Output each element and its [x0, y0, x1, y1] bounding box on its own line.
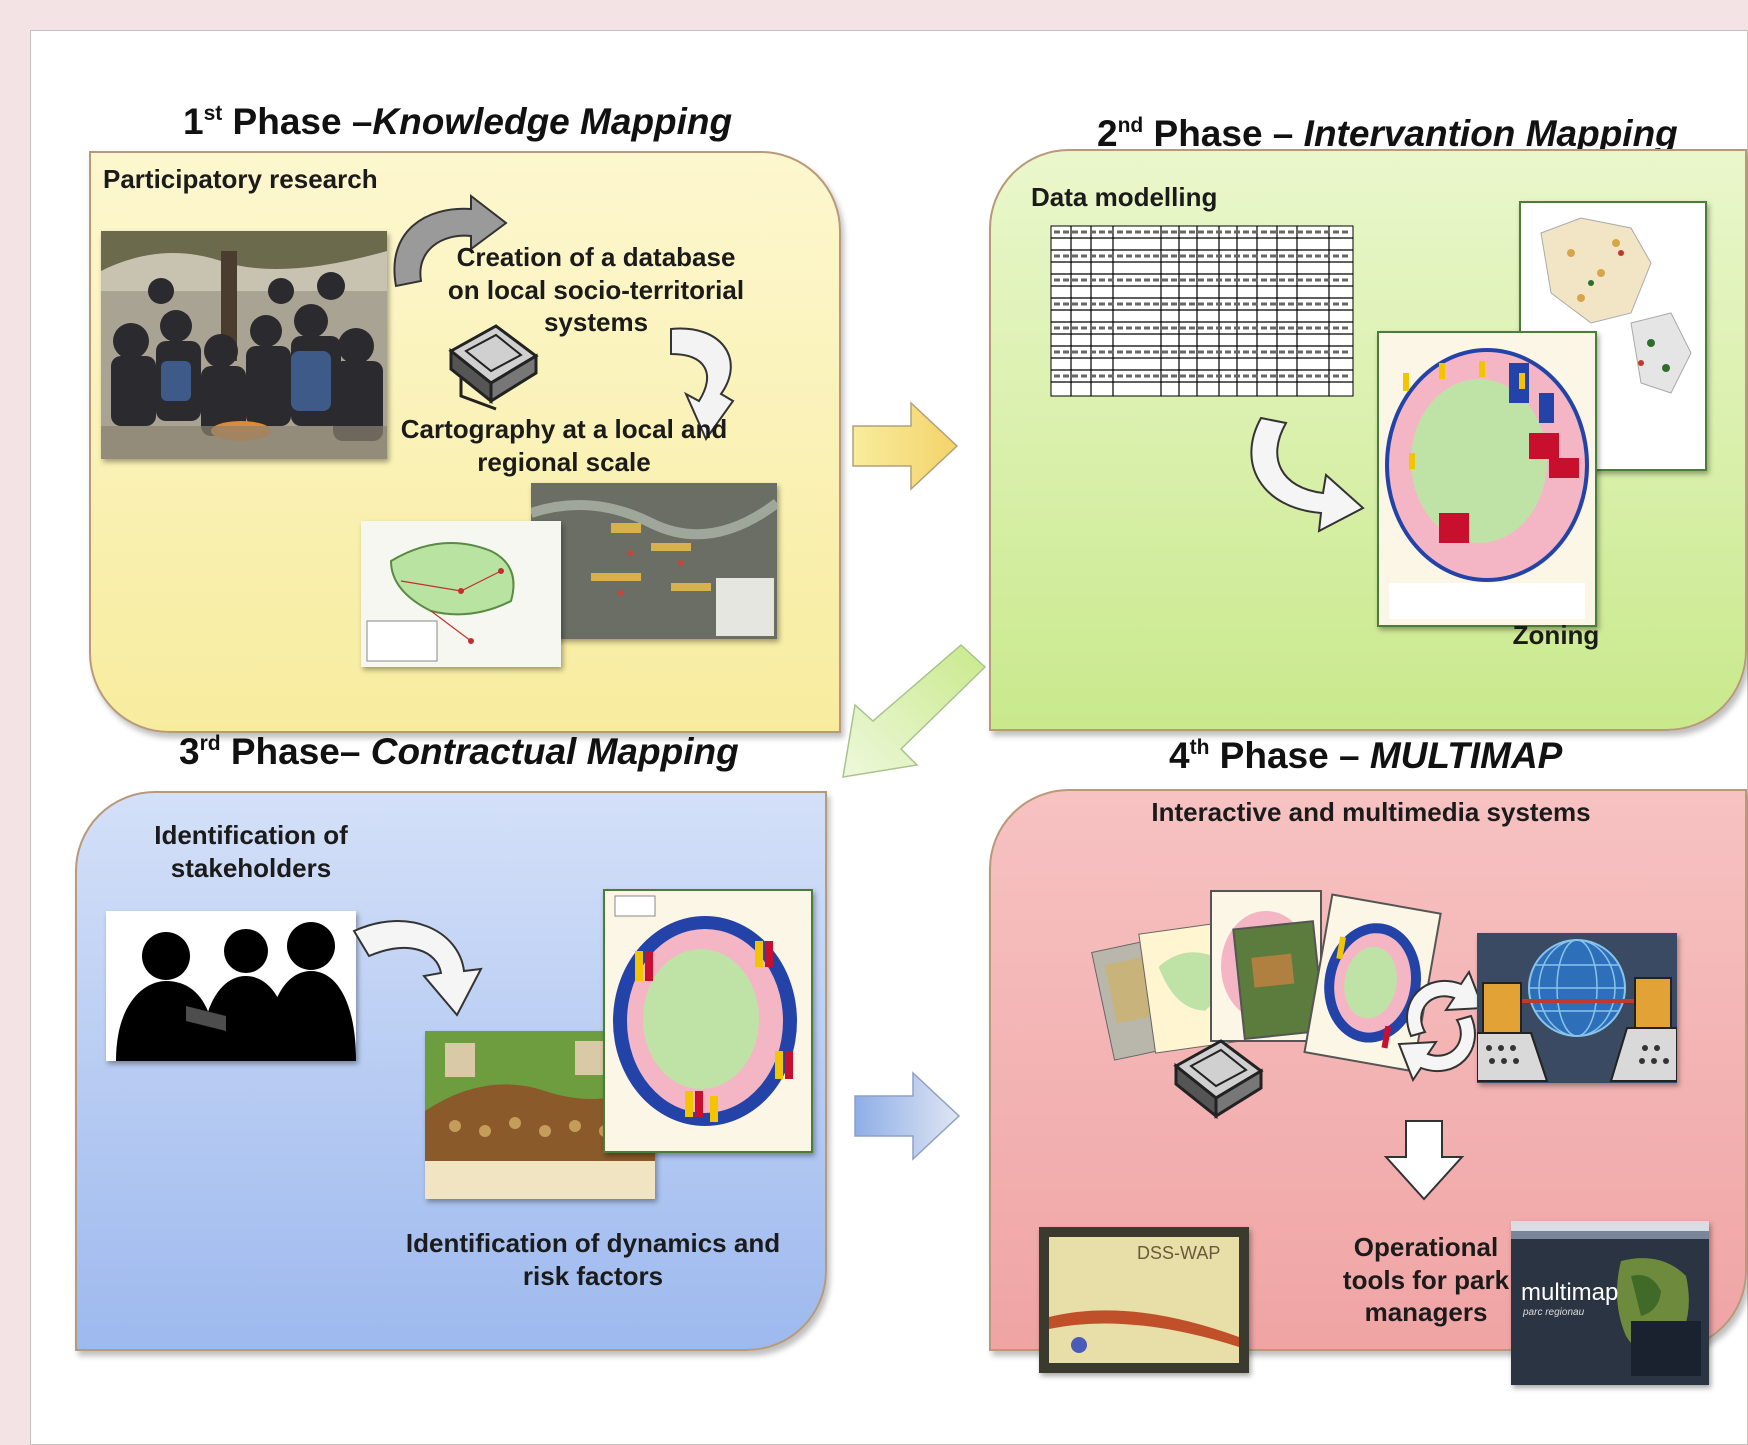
village-drawing-image — [425, 1031, 655, 1199]
phase1-title: 1st Phase –Knowledge Mapping — [183, 101, 733, 142]
network-computers-image — [1477, 933, 1677, 1083]
stakeholders-label: Identification of stakeholders — [154, 820, 348, 883]
zoning-map-image — [1377, 331, 1597, 627]
diagonal-arrow-icon — [842, 643, 987, 778]
phase2-title: 2nd Phase – Intervantion Mapping — [1097, 113, 1678, 154]
curved-arrow-icon — [393, 193, 508, 288]
maps-collage-image — [1091, 890, 1442, 1120]
multimap-logo-text: multimap — [1521, 1279, 1619, 1306]
dynamics-risk-label: Identification of dynamics and risk fact… — [405, 1228, 781, 1291]
multimap-subtitle: parc regionau — [1523, 1307, 1585, 1318]
database-creation-label: Creation of a database on local socio-te… — [447, 242, 745, 337]
zoning-label: Zoning — [1512, 620, 1600, 650]
satellite-map-image — [531, 483, 777, 639]
data-table-image — [1050, 225, 1354, 397]
interactive-systems-label: Interactive and multimedia systems — [1151, 797, 1591, 827]
curved-arrow-icon — [1250, 416, 1365, 533]
risk-zoning-map-image — [603, 889, 813, 1153]
stakeholders-silhouette-image — [106, 911, 356, 1061]
multimap-site-image: multimap parc regionau — [1511, 1221, 1709, 1385]
curved-arrow-icon — [352, 920, 483, 1017]
operational-tools-label: Operational tools for park managers — [1342, 1232, 1510, 1327]
dss-wap-title: DSS-WAP — [1137, 1243, 1221, 1263]
curved-arrow-icon — [670, 327, 735, 442]
cartography-label: Cartography at a local and regional scal… — [400, 414, 728, 477]
down-arrow-icon — [1383, 1120, 1465, 1201]
database-tray-icon — [448, 324, 539, 411]
phase3-title: 3rd Phase– Contractual Mapping — [179, 731, 739, 772]
community-meeting-photo — [101, 231, 387, 459]
phase4-title: 4th Phase – MULTIMAP — [1169, 735, 1563, 776]
participatory-research-label: Participatory research — [103, 164, 378, 194]
dss-wap-screen-image: DSS-WAP — [1039, 1227, 1249, 1373]
right-arrow-icon — [854, 1071, 961, 1161]
sync-arrows-icon — [1397, 969, 1485, 1083]
diagram-canvas: 1st Phase –Knowledge Mapping 2nd Phase –… — [30, 30, 1748, 1445]
data-modelling-label: Data modelling — [1031, 182, 1218, 212]
right-arrow-icon — [852, 401, 959, 491]
regional-map-image — [361, 521, 561, 667]
